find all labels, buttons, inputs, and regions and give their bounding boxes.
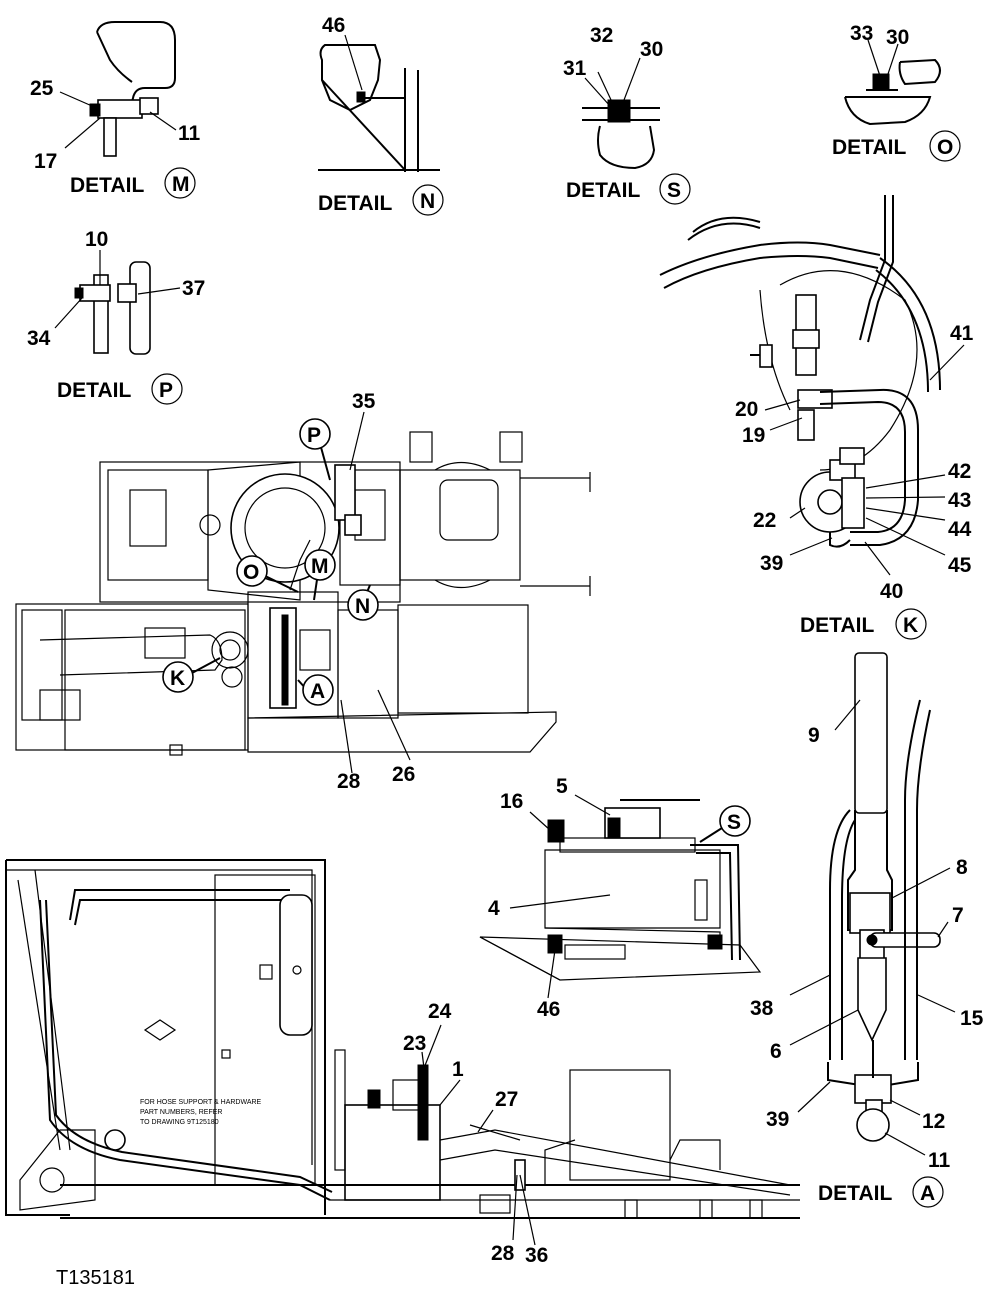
tank-view-drawing [479,794,762,999]
top-view-drawing [15,411,591,774]
callout: 11 [178,122,201,145]
view-marker: S [727,811,741,834]
detail-a-drawing [789,652,956,1156]
detail-label: DETAIL [70,174,144,197]
view-marker: A [310,680,325,703]
callout: 7 [952,904,964,927]
detail-letter: S [667,179,681,202]
callout: 36 [525,1244,548,1267]
callout: 12 [922,1110,945,1133]
callout: 24 [428,1000,452,1023]
callout: 26 [392,763,415,786]
callout: 46 [322,14,345,37]
callout: 15 [960,1007,984,1030]
callout: 44 [948,518,972,541]
callout: 23 [403,1032,426,1055]
view-marker: M [311,555,329,578]
callout: 6 [770,1040,782,1063]
callout: 8 [956,856,968,879]
detail-label: DETAIL [832,136,906,159]
callout: 20 [735,398,758,421]
callout: 28 [337,770,361,793]
hose-note-line: FOR HOSE SUPPORT & HARDWARE [140,1099,262,1106]
detail-k-drawing [659,195,965,576]
callout: 30 [886,26,909,49]
callout: 10 [85,228,108,251]
detail-letter: P [159,379,173,402]
callout: 28 [491,1242,515,1265]
callout: 40 [880,580,903,603]
detail-label: DETAIL [800,614,874,637]
side-view-drawing [5,859,800,1246]
callout: 39 [760,552,783,575]
view-marker: O [243,561,259,584]
callout: 4 [488,897,500,920]
callout: 17 [34,150,57,173]
detail-o-drawing [844,39,941,126]
callout: 27 [495,1088,518,1111]
detail-label: DETAIL [318,192,392,215]
detail-n-drawing [318,34,440,172]
callout: 11 [928,1149,951,1172]
view-marker: P [307,424,321,447]
callout: 45 [948,554,972,577]
detail-letter: M [172,173,190,196]
detail-label: DETAIL [57,379,131,402]
hose-note-line: TO DRAWING 9T125180 [140,1119,219,1126]
callout: 38 [750,997,774,1020]
callout: 25 [30,77,54,100]
detail-letter: K [903,614,918,637]
figure-id: T135181 [56,1267,135,1289]
callout: 22 [753,509,776,532]
callout: 30 [640,38,663,61]
callout: 37 [182,277,205,300]
callout: 16 [500,790,523,813]
detail-m-drawing [59,21,177,157]
callout: 19 [742,424,765,447]
view-marker: K [170,667,185,690]
callout: 35 [352,390,376,413]
callout: 5 [556,775,568,798]
detail-s-drawing [582,57,660,170]
callout: 1 [452,1058,464,1081]
hose-note-line: PART NUMBERS, REFER [140,1109,222,1116]
callout: 9 [808,724,820,747]
view-marker: N [355,595,370,618]
callout: 33 [850,22,873,45]
detail-label: DETAIL [818,1182,892,1205]
detail-letter: A [920,1182,935,1205]
callout: 32 [590,24,613,47]
detail-label: DETAIL [566,179,640,202]
detail-letter: O [937,136,953,159]
callout: 34 [27,327,51,350]
detail-letter: N [420,190,435,213]
callout: 46 [537,998,560,1021]
callout: 41 [950,322,974,345]
callout: 31 [563,57,587,80]
callout: 43 [948,489,971,512]
callout: 39 [766,1108,789,1131]
callout: 42 [948,460,971,483]
detail-p-drawing [54,250,181,355]
